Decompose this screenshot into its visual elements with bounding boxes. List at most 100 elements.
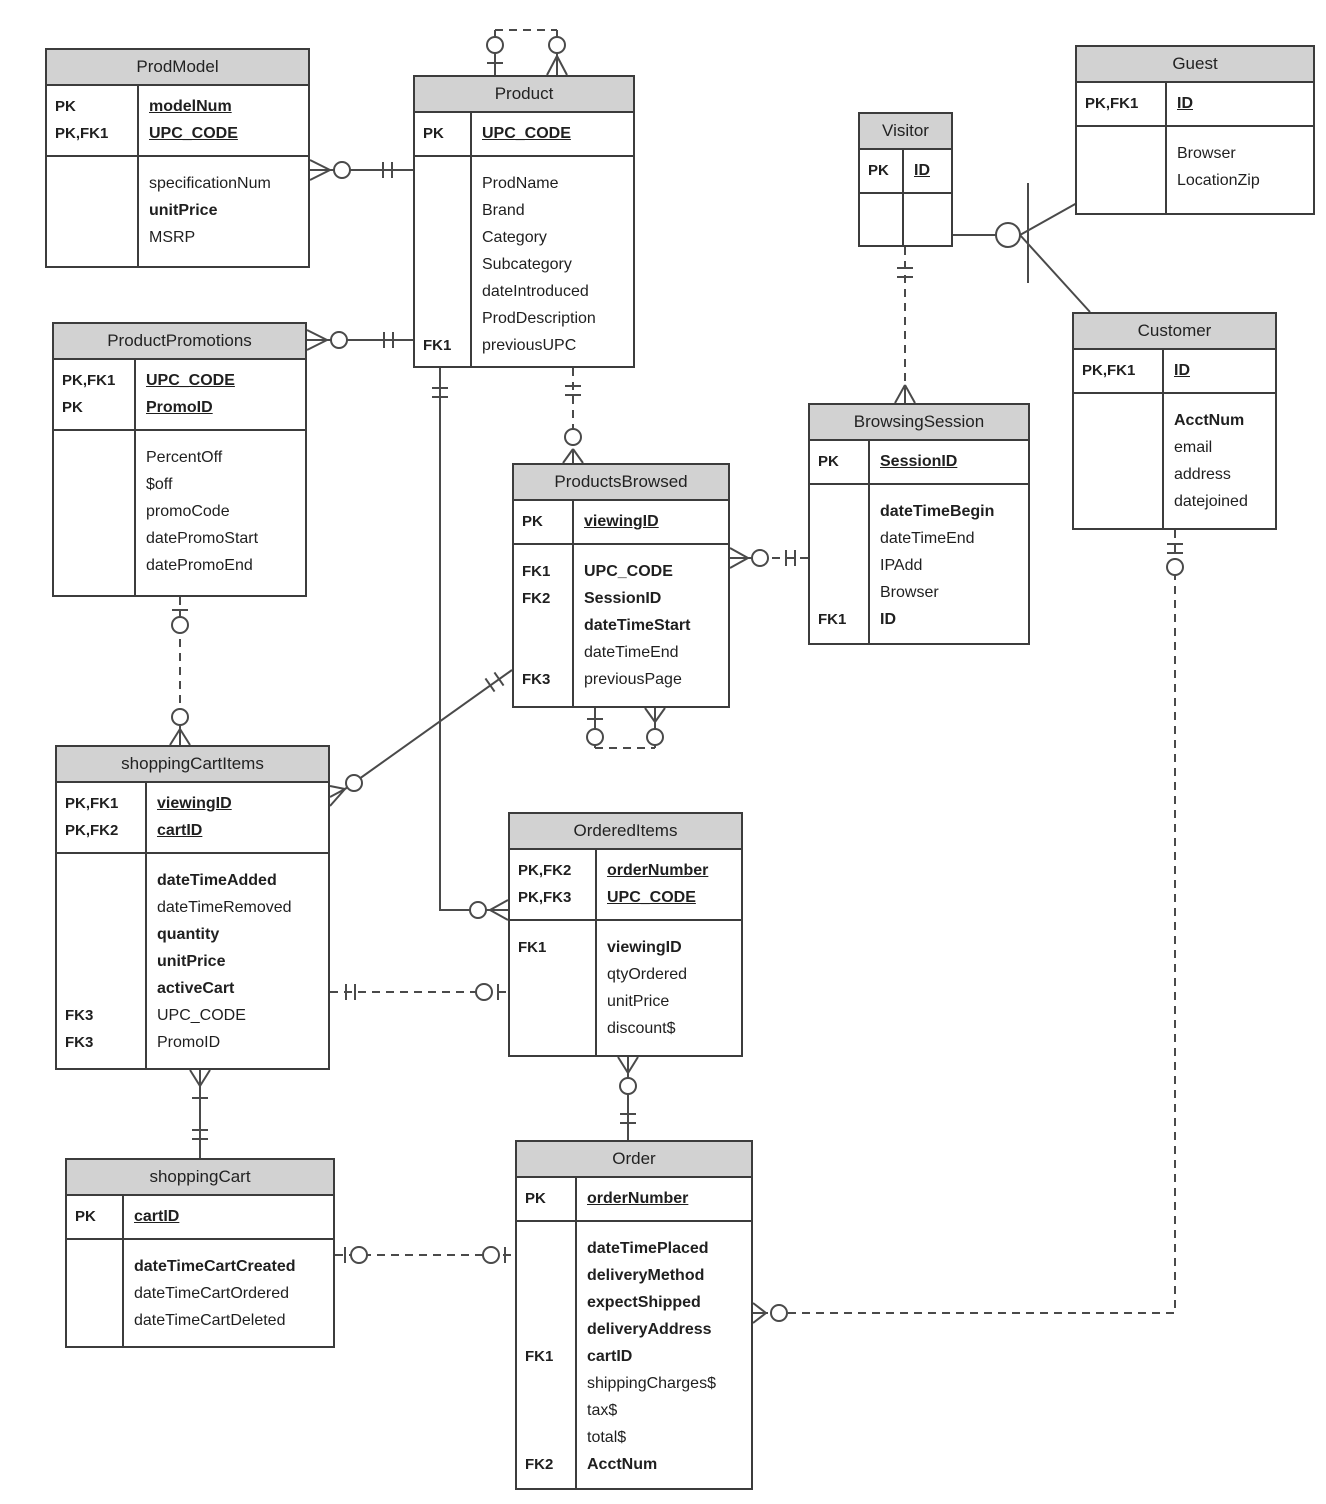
attribute-name: promoCode	[146, 503, 230, 520]
entity-key-row: PK,FK2 orderNumber	[510, 857, 741, 884]
key-label: PK,FK1	[1085, 95, 1139, 112]
key-label	[67, 1280, 122, 1307]
key-column-divider	[137, 86, 139, 266]
key-label: FK2	[525, 1456, 554, 1473]
key-label: PK,FK1	[65, 795, 119, 812]
attribute-section	[860, 194, 951, 245]
attribute-name: dateTimePlaced	[587, 1240, 709, 1257]
attribute-name: unitPrice	[149, 202, 218, 219]
key-label: FK1	[423, 337, 452, 354]
entity-attribute-row: Category	[415, 224, 633, 251]
key-label	[517, 1424, 575, 1451]
entity-attribute-row: dateTimeRemoved	[57, 894, 328, 921]
entity-attribute-row: ProdDescription	[415, 305, 633, 332]
key-label	[67, 1307, 122, 1334]
entity-attribute-row: dateTimeEnd	[514, 639, 728, 666]
entity-attribute-row: Subcategory	[415, 251, 633, 278]
attribute-name: quantity	[157, 926, 220, 943]
attribute-name: email	[1174, 439, 1213, 456]
entity-attribute-row: IPAdd	[810, 552, 1028, 579]
key-label	[57, 975, 145, 1002]
attribute-name: UPC_CODE	[157, 1007, 246, 1024]
relationship-visitor_subtypes	[953, 183, 1091, 313]
entity-title: ProdModel	[47, 50, 308, 86]
entity-attribute-row: total$	[517, 1424, 751, 1451]
attribute-name: datePromoStart	[146, 530, 259, 547]
entity-attribute-row: unitPrice	[57, 948, 328, 975]
key-label	[1077, 140, 1165, 167]
entity-title: shoppingCart	[67, 1160, 333, 1196]
key-column-divider	[1165, 83, 1167, 213]
key-column-divider	[868, 441, 870, 643]
key-attribute-name: ID	[1174, 362, 1190, 379]
key-label: FK2	[522, 590, 551, 607]
entity-attribute-row: address	[1074, 461, 1275, 488]
entity-attribute-row: Browser	[1077, 140, 1313, 167]
key-label	[415, 197, 470, 224]
key-label: PK,FK2	[518, 862, 572, 879]
attribute-name: dateTimeEnd	[880, 530, 975, 547]
relationship-shoppingcartitems_ordereditems	[330, 983, 508, 1001]
key-label: PK,FK2	[65, 822, 119, 839]
entity-title: shoppingCartItems	[57, 747, 328, 783]
key-label	[415, 224, 470, 251]
attribute-name: MSRP	[149, 229, 196, 246]
key-label	[810, 525, 868, 552]
entity-attribute-row: PercentOff	[54, 444, 305, 471]
attribute-name: expectShipped	[587, 1294, 701, 1311]
key-label	[57, 921, 145, 948]
entity-attribute-row: dateTimeStart	[514, 612, 728, 639]
relationship-shoppingcartitems_shoppingcart	[189, 1069, 211, 1158]
entity-attribute-row: discount$	[510, 1015, 741, 1042]
attribute-name: dateTimeCartDeleted	[134, 1312, 286, 1329]
attribute-name: deliveryMethod	[587, 1267, 705, 1284]
entity-attribute-row: expectShipped	[517, 1289, 751, 1316]
key-column-divider	[122, 1196, 124, 1346]
entity-attribute-row: Browser	[810, 579, 1028, 606]
key-label: PK	[868, 162, 889, 179]
entity-attribute-row: dateTimeCartCreated	[67, 1253, 333, 1280]
attribute-name: unitPrice	[607, 993, 670, 1010]
relationship-product_ordereditems	[432, 368, 509, 921]
relationship-product_productsbrowsed	[562, 368, 584, 464]
attribute-name: dateTimeCartOrdered	[134, 1285, 290, 1302]
attribute-name: Browser	[1177, 145, 1236, 162]
key-attribute-name: ID	[1177, 95, 1193, 112]
attribute-name: cartID	[587, 1348, 633, 1365]
entity-key-row: PK,FK1 ID	[1077, 90, 1313, 117]
entity-title: ProductPromotions	[54, 324, 305, 360]
attribute-name: previousUPC	[482, 337, 577, 354]
key-label	[510, 1015, 595, 1042]
key-label	[54, 552, 134, 579]
key-label	[517, 1235, 575, 1262]
relationship-customer_order	[752, 530, 1184, 1324]
key-label	[1074, 434, 1162, 461]
entity-attribute-row: quantity	[57, 921, 328, 948]
key-label	[1077, 167, 1165, 194]
attribute-name: discount$	[607, 1020, 676, 1037]
entity-attribute-row: dateIntroduced	[415, 278, 633, 305]
key-attribute-name: orderNumber	[607, 862, 709, 879]
attribute-name: Brand	[482, 202, 525, 219]
entity-attribute-row: shippingCharges$	[517, 1370, 751, 1397]
attribute-name: Subcategory	[482, 256, 572, 273]
